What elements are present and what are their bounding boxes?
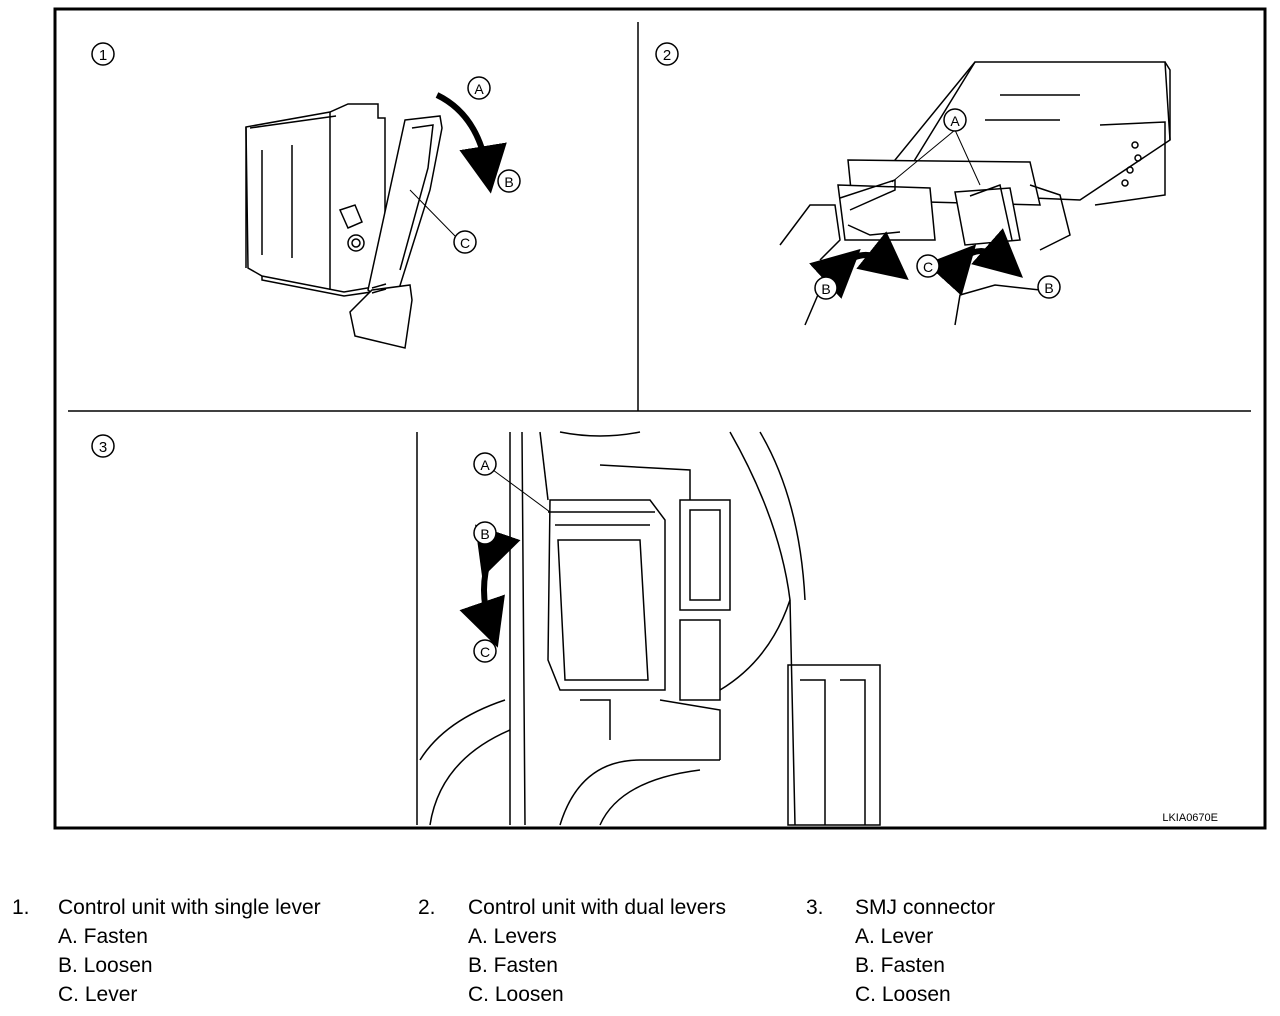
legend-item: B. Fasten (468, 954, 558, 977)
legend-body: SMJ connector A. Lever B. Fasten C. Loos… (855, 893, 995, 1009)
panel-1: 1 A B C (91, 42, 521, 349)
callout-a-label: A (950, 113, 960, 129)
legend-item: A. Fasten (58, 925, 148, 948)
legend-number: 1. (12, 896, 30, 919)
control-unit-single-lever-drawing (245, 103, 443, 349)
panel-number-badge (655, 42, 679, 66)
callout-c: C (473, 639, 497, 663)
legend-item: B. Loosen (58, 954, 153, 977)
legend-item: A. Levers (468, 925, 557, 948)
control-unit-dual-levers-drawing (779, 61, 1171, 326)
callout-a-label: A (480, 457, 490, 473)
leader-line-a-2 (954, 129, 981, 186)
panel-3: 3 A (91, 431, 881, 826)
panel-number: 3 (99, 439, 107, 456)
callout-b-right: B (1037, 275, 1061, 299)
legend-number: 2. (418, 896, 436, 919)
legend-item: C. Loosen (468, 983, 564, 1006)
legend-title: SMJ connector (855, 896, 996, 919)
diagram-figure: 1 A B C (53, 7, 1267, 830)
legend-item: B. Fasten (855, 954, 945, 977)
legend-item: C. Lever (58, 983, 138, 1006)
panel-number: 2 (663, 47, 671, 64)
callout-c-label: C (460, 235, 470, 251)
leader-line-a (492, 469, 551, 513)
callout-a: A (467, 76, 491, 100)
callout-b-label: B (480, 526, 489, 542)
leader-line-c (409, 189, 458, 239)
callout-b: B (497, 169, 521, 193)
panel-number: 1 (99, 47, 107, 64)
callout-b-label: B (504, 174, 513, 190)
smj-connector-drawing (416, 431, 881, 826)
legend-item: A. Lever (855, 925, 934, 948)
callout-b-label: B (821, 281, 830, 297)
legend-body: Control unit with dual levers A. Levers … (468, 893, 726, 1009)
arrow-right-fasten (926, 228, 1024, 296)
callout-b-left: B (814, 276, 838, 300)
callout-a: A (473, 452, 497, 476)
arrow-fasten-loosen (459, 524, 521, 648)
legend-item: C. Loosen (855, 983, 951, 1006)
panel-number-badge (91, 42, 115, 66)
callout-b-label: B (1044, 280, 1053, 296)
callout-c: C (453, 230, 477, 254)
arrow-left-fasten (809, 231, 909, 299)
callout-c-label: C (923, 259, 933, 275)
callout-c-label: C (480, 644, 490, 660)
arrow-fasten-loosen (435, 92, 507, 194)
figure-code: LKIA0670E (1162, 812, 1218, 824)
callout-b: B (473, 521, 497, 545)
legend-number: 3. (806, 896, 824, 919)
panel-2: 2 A B (655, 42, 1171, 326)
callout-a-label: A (474, 81, 484, 97)
callout-c: C (916, 254, 940, 278)
legend-title: Control unit with single lever (58, 896, 321, 919)
legend-body: Control unit with single lever A. Fasten… (58, 893, 321, 1009)
legend-title: Control unit with dual levers (468, 896, 726, 919)
figure-frame (53, 7, 1267, 830)
panel-number-badge (91, 434, 115, 458)
leader-line-a-1 (891, 129, 956, 183)
callout-a: A (943, 108, 967, 132)
